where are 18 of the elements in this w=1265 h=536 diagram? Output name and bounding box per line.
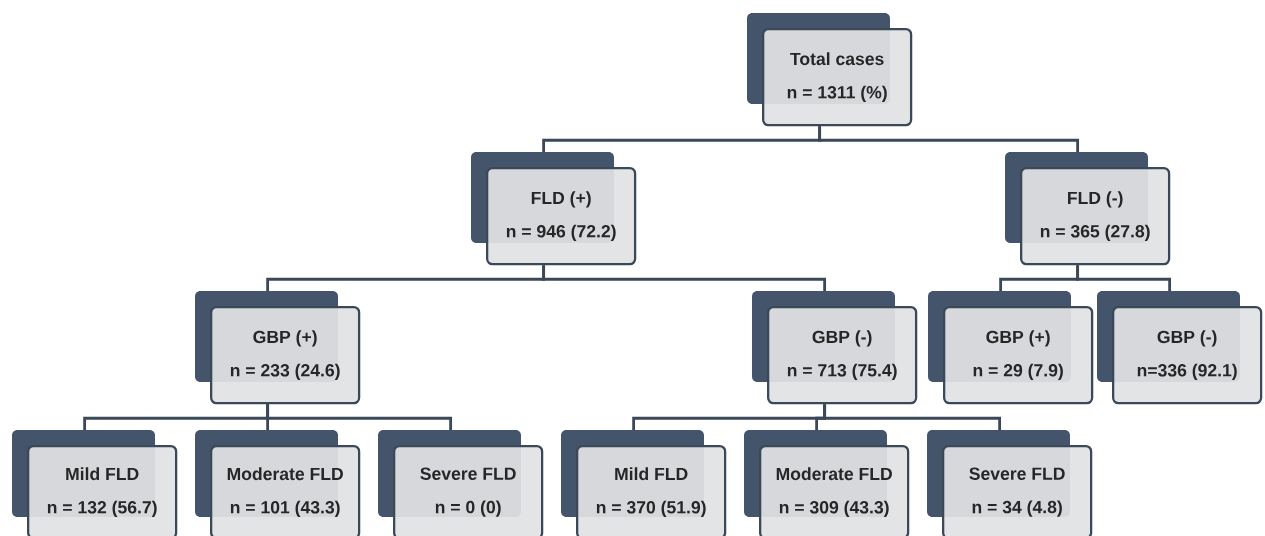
stacked-box: FLD (-) n = 365 (27.8) (1005, 152, 1171, 266)
stacked-box: GBP (-) n=336 (92.1) (1097, 291, 1263, 405)
stacked-box: Severe FLD n = 0 (0) (378, 430, 544, 536)
stacked-box: Moderate FLD n = 101 (43.3) (195, 430, 361, 536)
connector-line (818, 126, 1080, 152)
connector-line (266, 404, 453, 430)
stacked-box: FLD (+) n = 946 (72.2) (471, 152, 637, 266)
stacked-box: GBP (+) n = 233 (24.6) (195, 291, 361, 405)
stacked-box: Mild FLD n = 132 (56.7) (12, 430, 178, 536)
stacked-box: Moderate FLD n = 309 (43.3) (744, 430, 910, 536)
stacked-box: GBP (-) n = 713 (75.4) (752, 291, 918, 405)
stacked-box: Mild FLD n = 370 (51.9) (561, 430, 727, 536)
connector-line (542, 265, 827, 291)
stacked-box: Total cases n = 1311 (%) (747, 13, 913, 127)
connector-line (1076, 265, 1172, 291)
stacked-box: Severe FLD n = 34 (4.8) (927, 430, 1093, 536)
stacked-box: GBP (+) n = 29 (7.9) (928, 291, 1094, 405)
connector-line (823, 404, 1002, 430)
